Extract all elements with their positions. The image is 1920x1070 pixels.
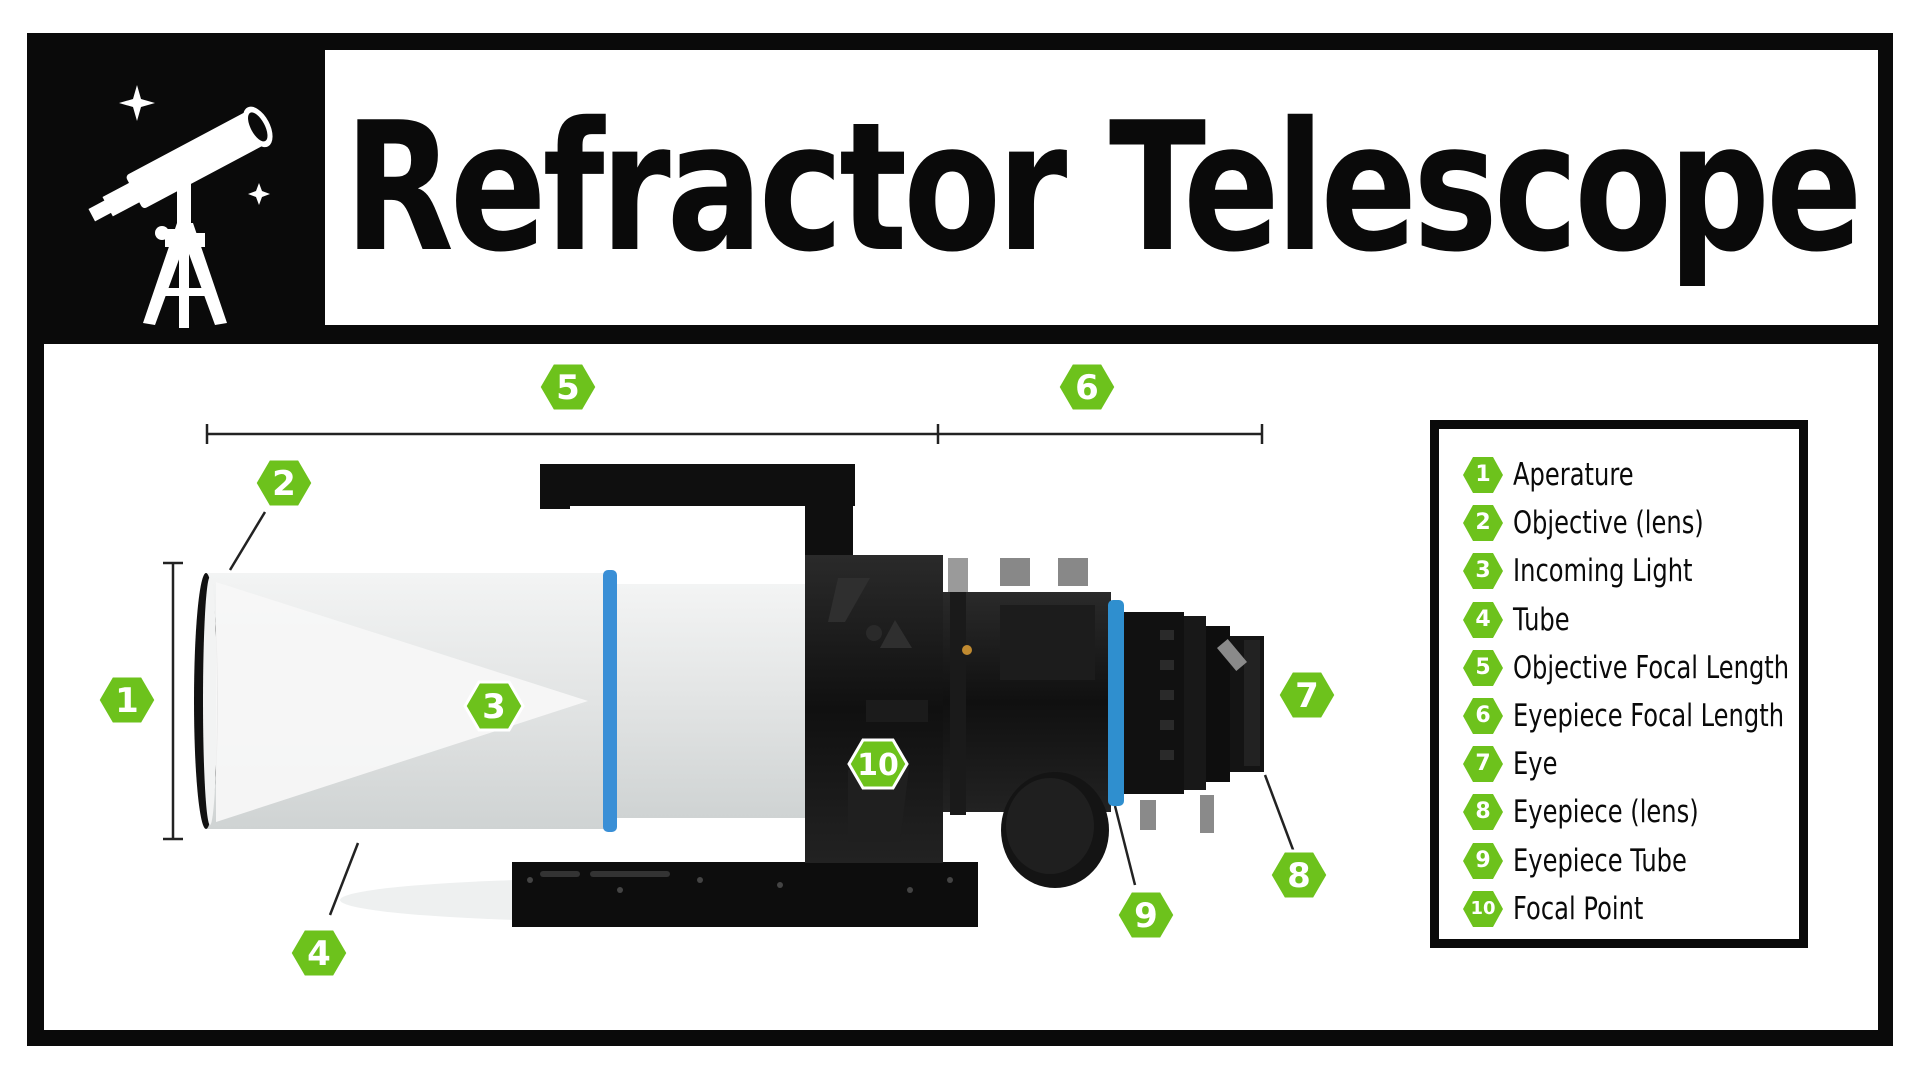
legend-item: 3 Incoming Light — [1461, 547, 1799, 595]
legend-label: Eyepiece (lens) — [1513, 794, 1699, 830]
legend-item: 9 Eyepiece Tube — [1461, 837, 1799, 885]
legend-hex-badge: 5 — [1461, 647, 1505, 689]
callout-9: 9 — [1117, 891, 1175, 939]
legend-hex-badge: 2 — [1461, 502, 1505, 544]
legend-hex-badge: 9 — [1461, 840, 1505, 882]
callout-2: 2 — [255, 459, 313, 507]
legend-item: 4 Tube — [1461, 596, 1799, 644]
callout-3-label: 3 — [482, 687, 506, 727]
callout-6: 6 — [1058, 363, 1116, 411]
callout-7-label: 7 — [1295, 676, 1319, 716]
callout-8: 8 — [1270, 851, 1328, 899]
callout-1: 1 — [98, 676, 156, 724]
callout-5: 5 — [539, 363, 597, 411]
legend-label: Objective Focal Length — [1513, 650, 1789, 686]
callout-9-label: 9 — [1134, 896, 1158, 936]
legend-label: Tube — [1513, 602, 1570, 638]
legend-hex-badge: 4 — [1461, 599, 1505, 641]
callout-1-label: 1 — [115, 681, 139, 721]
legend-item: 10 Focal Point — [1461, 885, 1799, 933]
legend-label: Objective (lens) — [1513, 505, 1704, 541]
legend-label: Eye — [1513, 746, 1557, 782]
dovetail-base-rail — [512, 862, 978, 927]
callout-10-label: 10 — [857, 748, 899, 783]
legend-hex-badge: 10 — [1461, 888, 1505, 930]
legend-hex-badge: 8 — [1461, 791, 1505, 833]
legend-item: 2 Objective (lens) — [1461, 499, 1799, 547]
legend-label: Focal Point — [1513, 891, 1643, 927]
callout-4: 4 — [290, 929, 348, 977]
focuser-assembly — [943, 558, 1264, 888]
legend-hex-badge: 6 — [1461, 695, 1505, 737]
legend-box: 1 Aperature 2 Objective (lens) 3 Incomin… — [1430, 420, 1808, 948]
legend-item: 7 Eye — [1461, 740, 1799, 788]
callout-7: 7 — [1278, 671, 1336, 719]
callout-4-label: 4 — [307, 934, 331, 974]
legend-item: 5 Objective Focal Length — [1461, 644, 1799, 692]
legend-item: 8 Eyepiece (lens) — [1461, 788, 1799, 836]
tube-clamp — [805, 555, 943, 863]
callout-3: 3 — [465, 682, 523, 730]
legend-label: Eyepiece Tube — [1513, 843, 1687, 879]
legend-hex-badge: 1 — [1461, 454, 1505, 496]
legend-item: 1 Aperature — [1461, 451, 1799, 499]
callout-5-label: 5 — [556, 368, 580, 408]
callout-10: 10 — [849, 740, 907, 788]
legend-hex-badge: 7 — [1461, 743, 1505, 785]
callout-2-label: 2 — [272, 464, 296, 504]
legend-label: Incoming Light — [1513, 553, 1693, 589]
legend-label: Eyepiece Focal Length — [1513, 698, 1784, 734]
legend-label: Aperature — [1513, 457, 1634, 493]
callout-8-label: 8 — [1287, 856, 1311, 896]
callout-6-label: 6 — [1075, 368, 1099, 408]
legend-hex-badge: 3 — [1461, 550, 1505, 592]
legend-item: 6 Eyepiece Focal Length — [1461, 692, 1799, 740]
